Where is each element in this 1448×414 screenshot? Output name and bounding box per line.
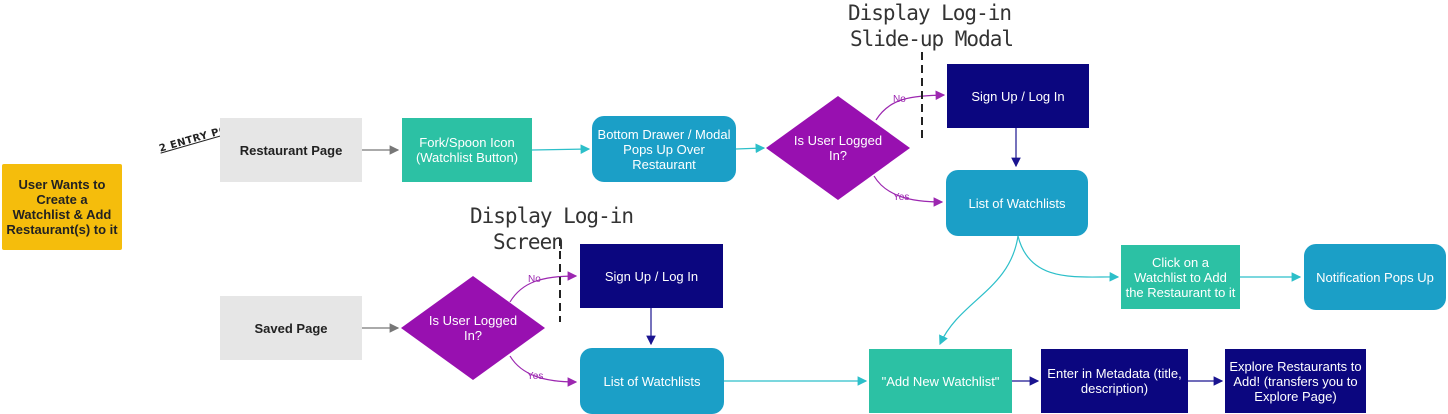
edge-drawer-to-decision xyxy=(735,143,766,154)
edge-label-yes-bottom: Yes xyxy=(527,371,544,382)
notification-node: Notification Pops Up xyxy=(1304,244,1446,310)
edge-list-top-to-add-new xyxy=(939,235,1019,346)
annotation-modal-line1: Display Log-in xyxy=(848,1,1012,25)
list-watchlists-top-node: List of Watchlists xyxy=(946,170,1088,236)
bottom-drawer-node: Bottom Drawer / Modal Pops Up Over Resta… xyxy=(592,116,736,182)
signup-top-node: Sign Up / Log In xyxy=(947,64,1089,128)
explore-restaurants-node: Explore Restaurants to Add! (transfers y… xyxy=(1225,349,1366,413)
fork-spoon-icon-node: Fork/Spoon Icon (Watchlist Button) xyxy=(402,118,532,182)
edge-label-no-top: No xyxy=(893,94,906,105)
start-node: User Wants to Create a Watchlist & Add R… xyxy=(2,164,122,250)
edge-label-yes-top: Yes xyxy=(893,192,910,203)
list-watchlists-bottom-node: List of Watchlists xyxy=(580,348,724,414)
annotation-screen-line2: Screen xyxy=(493,230,564,254)
edge-top-yes xyxy=(873,175,944,207)
annotation-modal-line2: Slide-up Modal xyxy=(850,27,1014,51)
edge-bottom-no xyxy=(509,271,578,303)
signup-bottom-node: Sign Up / Log In xyxy=(580,244,723,308)
restaurant-page-node: Restaurant Page xyxy=(220,118,362,182)
edge-bottom-yes xyxy=(509,355,578,387)
decision-diamond-bottom xyxy=(401,276,545,380)
decision-diamond-top xyxy=(766,96,910,200)
edge-label-no-bottom: No xyxy=(528,274,541,285)
decision-label-bottom: Is User Logged In? xyxy=(428,313,518,343)
edge-top-no xyxy=(875,90,946,121)
enter-metadata-node: Enter in Metadata (title, description) xyxy=(1041,349,1188,413)
edge-fork-to-drawer xyxy=(531,144,591,154)
annotation-screen-line1: Display Log-in xyxy=(470,204,634,228)
add-new-watchlist-node: "Add New Watchlist" xyxy=(869,349,1012,413)
edge-list-top-to-click xyxy=(1017,235,1120,282)
saved-page-node: Saved Page xyxy=(220,296,362,360)
click-watchlist-node: Click on a Watchlist to Add the Restaura… xyxy=(1121,245,1240,309)
decision-label-top: Is User Logged In? xyxy=(793,133,883,163)
